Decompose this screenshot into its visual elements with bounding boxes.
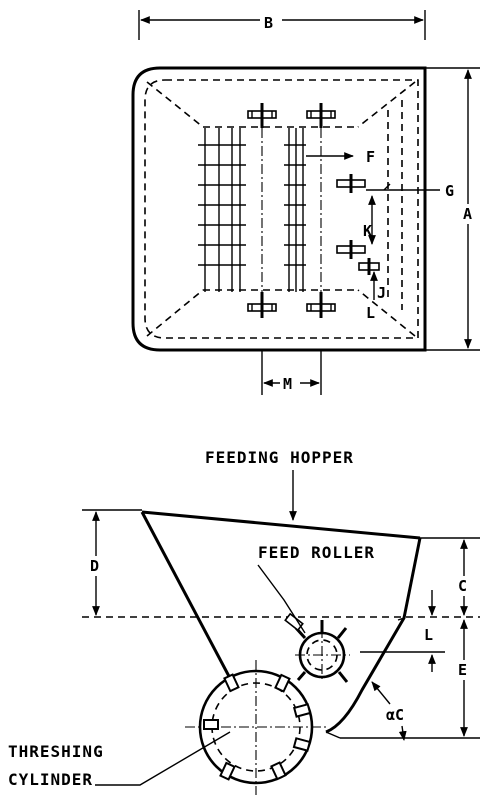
label-e: E xyxy=(458,661,467,679)
arrow-alpha xyxy=(371,681,391,705)
hopper-outer-frame xyxy=(131,66,427,352)
throat-grid-left xyxy=(198,128,246,292)
hopper-right-wall xyxy=(325,537,422,734)
label-a: A xyxy=(463,205,472,223)
label-threshing-line1: THRESHING xyxy=(8,742,104,761)
feed-roller xyxy=(284,612,350,683)
label-b: B xyxy=(264,14,273,32)
label-j: J xyxy=(377,284,386,302)
label-d: D xyxy=(90,557,99,575)
label-alpha: αC xyxy=(386,706,404,724)
hopper-inner-frame xyxy=(144,79,419,339)
threshing-cylinder xyxy=(185,660,326,795)
bolt-top-left xyxy=(247,103,277,128)
label-f: F xyxy=(366,148,375,166)
leader-feed-roller xyxy=(257,564,306,634)
bolt-side-lower xyxy=(336,240,366,259)
plan-view: B xyxy=(131,10,480,395)
label-feeding-hopper: FEEDING HOPPER xyxy=(205,448,354,467)
bolt-bottom-right xyxy=(306,292,336,318)
leader-threshing-cylinder xyxy=(95,731,231,786)
label-g: G xyxy=(445,182,454,200)
label-l-top: L xyxy=(366,304,375,322)
label-k: K xyxy=(363,222,372,240)
label-threshing-line2: CYLINDER xyxy=(8,770,93,789)
hopper-top-edge xyxy=(141,510,421,540)
bolt-top-right xyxy=(306,103,336,128)
throat-grid-right xyxy=(284,128,306,292)
side-view: FEEDING HOPPER D C E L αC xyxy=(8,448,480,795)
bolt-bottom-left xyxy=(247,292,277,318)
hopper-left-wall xyxy=(140,511,234,683)
label-feed-roller: FEED ROLLER xyxy=(258,543,375,562)
label-c: C xyxy=(458,577,467,595)
label-m: M xyxy=(283,375,292,393)
label-l-bottom: L xyxy=(424,626,433,644)
bolt-side-upper xyxy=(336,174,366,193)
